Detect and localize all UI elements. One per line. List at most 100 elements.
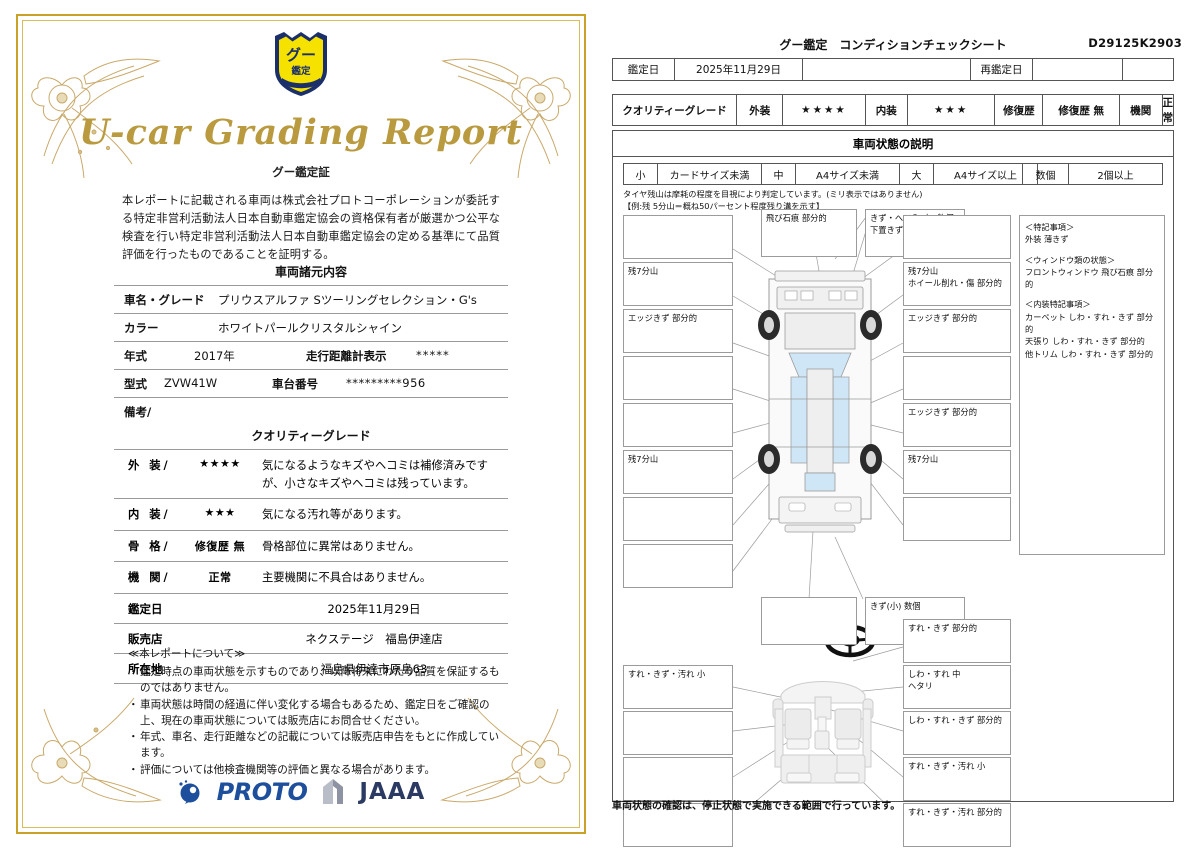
damage-count-legend: 数個 2個以上 xyxy=(1022,163,1163,185)
spec-model-value: ZVW41W xyxy=(164,376,218,390)
footer-logos: PROTO JAAA xyxy=(18,778,584,806)
remarks-section-special: ＜特記事項＞ 外装 薄きず xyxy=(1025,221,1159,246)
grade-exterior-stars: ★★★★ xyxy=(199,457,241,470)
vehicle-state-heading: 車両状態の説明 xyxy=(613,131,1173,157)
remarks-line: 外装 薄きず xyxy=(1025,234,1069,245)
cs-interior-label: 内装 xyxy=(864,94,908,126)
grade-exterior-desc: 気になるようなキズやヘコミは補修済みですが、小さなキズやヘコミは残っています。 xyxy=(262,459,488,490)
spec-color-label: カラー xyxy=(124,321,159,335)
spec-chassis-label: 車台番号 xyxy=(272,377,318,391)
table-row: 鑑定日 2025年11月29日 再鑑定日 xyxy=(612,58,1174,81)
remarks-section-window: ＜ウィンドウ類の状態＞ フロントウィンドウ 飛び石痕 部分的 xyxy=(1025,254,1159,291)
grade-interior-stars: ★★★ xyxy=(204,506,236,519)
dealer-value: ネクステージ 福島伊達店 xyxy=(305,631,443,646)
dealer-label: 販売店 xyxy=(128,631,163,646)
exterior-annotation-box xyxy=(903,356,1011,400)
quality-grade-summary-table: クオリティーグレード 外装 ★★★★ 内装 ★★★ 修復歴 修復歴 無 機関 正… xyxy=(611,94,1174,126)
damage-size-legend: 小 カードサイズ未満 中 A4サイズ未満 大 A4サイズ以上 xyxy=(623,163,1038,185)
exterior-annotation-box xyxy=(623,403,733,447)
tire-note-line-2: 【例:残 5分山＝概ね50パーセント程度残り溝を示す】 xyxy=(623,200,825,211)
grade-row-engine: 機 関/ 正常 主要機関に不具合はありません。 xyxy=(114,561,508,593)
table-row: 数個 2個以上 xyxy=(1022,163,1163,185)
jaaa-mark-icon xyxy=(321,778,345,806)
grade-row-exterior: 外 装/ ★★★★ 気になるようなキズやヘコミは補修済みですが、小さなキズやヘコ… xyxy=(114,449,508,498)
vehicle-state-section: 車両状態の説明 小 カードサイズ未満 中 A4サイズ未満 大 A4サイズ以上 数… xyxy=(612,130,1174,847)
tire-tread-note: タイヤ残山は摩耗の程度を目視により判定しています。(ミリ表示ではありません) 【… xyxy=(623,189,922,213)
quality-grade-title: クオリティーグレード xyxy=(251,429,371,443)
exterior-annotation-box xyxy=(623,544,733,588)
spec-mileage-value: ***** xyxy=(416,348,450,362)
grade-frame-label: 骨 格/ xyxy=(128,539,171,553)
exterior-annotation-box: 残7分山 xyxy=(623,262,733,306)
exterior-annotation-box xyxy=(623,215,733,259)
spec-name-label: 車名・グレード xyxy=(124,293,205,307)
inspection-date-table: 鑑定日 2025年11月29日 再鑑定日 xyxy=(612,58,1174,81)
cs-interior-stars: ★★★ xyxy=(906,94,996,126)
detail-row-inspection-date: 鑑定日 2025年11月29日 xyxy=(114,592,508,623)
grade-engine-label: 機 関/ xyxy=(128,571,171,584)
cs-grade-title: クオリティーグレード xyxy=(611,94,738,126)
spec-color-value: ホワイトパールクリスタルシャイン xyxy=(218,321,402,335)
spec-row-name: 車名・グレード プリウスアルファ Sツーリングセレクション・G's xyxy=(114,285,508,313)
cs-reinspection-label: 再鑑定日 xyxy=(970,58,1033,81)
remarks-heading: ＜特記事項＞ xyxy=(1025,222,1075,232)
spec-name-value: プリウスアルファ Sツーリングセレクション・G's xyxy=(218,293,477,307)
interior-annotation-box: すれ・きず・汚れ 小 xyxy=(623,665,733,709)
grade-row-interior: 内 装/ ★★★ 気になる汚れ等があります。 xyxy=(114,498,508,530)
cs-exterior-label: 外装 xyxy=(736,94,784,126)
remarks-line: フロントウィンドウ 飛び石痕 部分的 xyxy=(1025,266,1154,290)
car-top-view-diagram xyxy=(758,270,882,533)
tire-note-line-1: タイヤ残山は摩耗の程度を目視により判定しています。(ミリ表示ではありません) xyxy=(623,189,923,199)
report-title-script: U-car Grading Report xyxy=(79,112,523,153)
proto-logo-text: PROTO xyxy=(216,778,308,806)
vehicle-spec-block: 車両諸元内容 車名・グレード プリウスアルファ Sツーリングセレクション・G's… xyxy=(114,263,508,425)
grade-row-frame: 骨 格/ 修復歴 無 骨格部位に異常はありません。 xyxy=(114,529,508,562)
spec-year-value: 2017年 xyxy=(194,349,235,363)
disclaimer-item: 評価については他検査機関等の評価と異なる場合があります。 xyxy=(128,763,508,779)
interior-top-view-diagram xyxy=(772,681,874,784)
legend-small-value: カードサイズ未満 xyxy=(657,163,762,185)
spec-remarks-label: 備考/ xyxy=(124,405,152,419)
svg-text:グー: グー xyxy=(286,46,316,64)
cs-repair-value: 修復歴 無 xyxy=(1042,94,1121,126)
special-remarks-panel: ＜特記事項＞ 外装 薄きず ＜ウィンドウ類の状態＞ フロントウィンドウ 飛び石痕… xyxy=(1019,215,1165,555)
certificate-inner-border xyxy=(22,20,580,828)
cs-reinspection-value xyxy=(1032,58,1123,81)
spec-mileage-label: 走行距離計表示 xyxy=(306,349,387,363)
remarks-heading: ＜内装特記事項＞ xyxy=(1025,299,1091,310)
remarks-heading: ＜ウィンドウ類の状態＞ xyxy=(1025,254,1116,265)
spec-model-label: 型式 xyxy=(124,377,147,391)
proto-mark-icon xyxy=(177,779,203,805)
grade-exterior-label: 外 装/ xyxy=(128,459,171,472)
disclaimer-heading: ≪本レポートについて≫ xyxy=(128,648,246,660)
check-sheet-footer-note: 車両状態の確認は、停止状態で実施できる範囲で行っています。 xyxy=(612,801,901,812)
condition-check-sheet: グー鑑定 コンディションチェックシート D29125K2903 鑑定日 2025… xyxy=(600,14,1186,847)
spec-row-color: カラー ホワイトパールクリスタルシャイン xyxy=(114,313,508,341)
svg-text:鑑定: 鑑定 xyxy=(291,65,311,77)
exterior-annotation-box xyxy=(903,497,1011,541)
cs-inspection-date-value: 2025年11月29日 xyxy=(674,58,803,81)
cs-exterior-stars: ★★★★ xyxy=(782,94,866,126)
inspection-date-label: 鑑定日 xyxy=(128,601,163,616)
detail-row-dealer: 販売店 ネクステージ 福島伊達店 xyxy=(114,622,508,653)
exterior-annotation-box: 飛び石痕 部分的 xyxy=(761,209,857,257)
quality-grade-block: クオリティーグレード 外 装/ ★★★★ 気になるようなキズやヘコミは補修済みで… xyxy=(114,427,508,684)
interior-annotation-box: すれ・きず・汚れ 部分的 xyxy=(903,803,1011,847)
spec-year-label: 年式 xyxy=(124,349,147,363)
legend-count-value: 2個以上 xyxy=(1068,163,1163,185)
exterior-annotation-box: エッジきず 部分的 xyxy=(903,403,1011,447)
report-disclaimer-notes: ≪本レポートについて≫ 鑑定時点の車両状態を示すものであり、以降将来にわたり品質… xyxy=(128,647,508,780)
disclaimer-item: 年式、車名、走行距離などの記載については販売店申告をもとに作成しています。 xyxy=(128,730,508,762)
grading-report-certificate: グー 鑑定 U-car Grading Report グー鑑定証 本レポートに記… xyxy=(16,14,586,834)
exterior-annotation-box xyxy=(623,497,733,541)
remarks-line: カーペット しわ・すれ・きず 部分的 xyxy=(1025,311,1154,335)
spec-row-model: 型式 ZVW41W 車台番号 *********956 xyxy=(114,369,508,397)
grade-interior-desc: 気になる汚れ等があります。 xyxy=(262,508,408,521)
cs-engine-label: 機関 xyxy=(1119,94,1163,126)
disclaimer-item: 鑑定時点の車両状態を示すものであり、以降将来にわたり品質を保証するものではありま… xyxy=(128,665,508,697)
cs-engine-value: 正常 xyxy=(1161,94,1174,126)
grade-engine-value: 正常 xyxy=(208,571,232,584)
legend-medium-value: A4サイズ未満 xyxy=(795,163,900,185)
table-row: 小 カードサイズ未満 中 A4サイズ未満 大 A4サイズ以上 xyxy=(623,163,1038,185)
check-sheet-id: D29125K2903 xyxy=(1088,36,1182,50)
